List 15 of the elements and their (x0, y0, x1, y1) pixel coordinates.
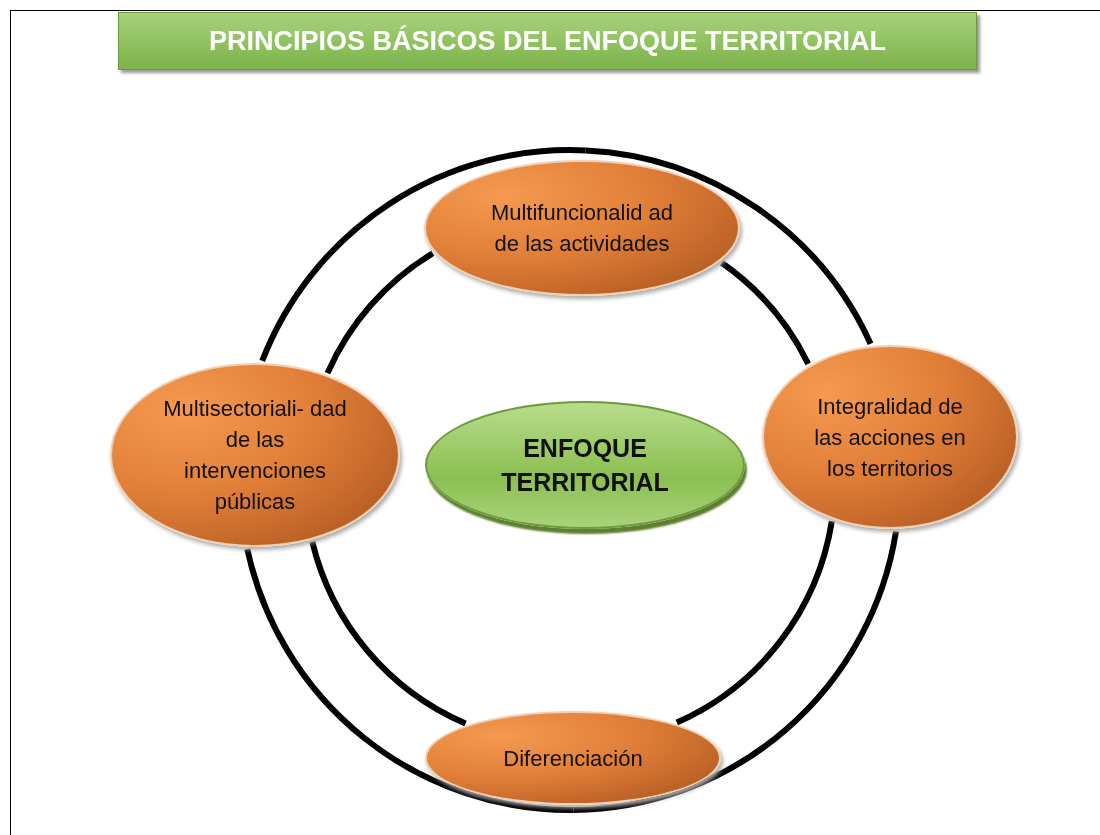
node-label: Integralidad de las acciones en los territorios (813, 392, 967, 483)
ring-arc (259, 147, 586, 363)
node-label: Diferenciación (502, 744, 644, 773)
ring-arc (324, 250, 435, 375)
ring-arc (719, 260, 811, 366)
ring-arc (585, 147, 874, 346)
node-label: Multisectoriali- dad de las intervenciones públicas (162, 395, 348, 516)
ring-arc (573, 530, 899, 813)
ring-arc (675, 520, 835, 726)
node-label: ENFOQUE TERRITORIAL (500, 433, 670, 498)
principle-ellipse (424, 160, 740, 296)
title-banner: PRINCIPIOS BÁSICOS DEL ENFOQUE TERRITORIAL (118, 12, 977, 70)
ring-arc (309, 540, 467, 727)
ring-arc (244, 548, 574, 813)
node-label: Multifuncionalid ad de las actividades (489, 199, 675, 258)
